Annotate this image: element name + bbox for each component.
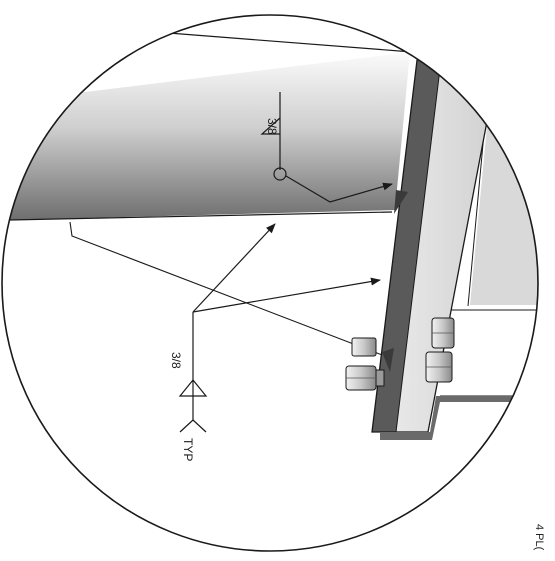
beam-shape: [10, 52, 410, 220]
top-weld-size: 3/8: [265, 118, 279, 135]
bottom-weld-leader-to-beam: [192, 223, 276, 313]
bottom-weld-leader-to-plate: [192, 277, 381, 313]
bottom-weld-tail: [179, 419, 207, 433]
weld-all-around-circle: [273, 167, 287, 181]
bottom-weld-size: 3/8: [169, 352, 183, 369]
beam-bottom-edge: [9, 211, 393, 221]
bottom-weld-symbol: 3/8 TYP: [169, 223, 381, 461]
bolt-right-upper: [431, 317, 455, 349]
weld-fillet-top: [394, 190, 408, 214]
stiffener-outline: [69, 221, 391, 359]
top-weld-symbol: 3/8: [260, 92, 393, 203]
detail-contents: [9, 22, 538, 551]
beam-top-edge: [39, 22, 413, 53]
corner-note: 4 PL(: [533, 524, 545, 551]
top-weld-leader: [285, 175, 393, 203]
weld-fillet-bottom: [382, 348, 394, 372]
bolt-left: [345, 365, 385, 391]
bolt-right-lower: [425, 351, 453, 383]
bottom-weld-fillet-mark: [178, 379, 208, 397]
detail-circle: [1, 14, 539, 552]
end-plate-edge: [395, 51, 443, 433]
end-plate-dark-face: [372, 52, 442, 432]
end-plate-light-face: [396, 52, 492, 432]
bolt-upper-left: [351, 337, 377, 357]
bottom-weld-tail-note: TYP: [181, 438, 195, 461]
top-weld-fillet-mark: [260, 117, 281, 135]
